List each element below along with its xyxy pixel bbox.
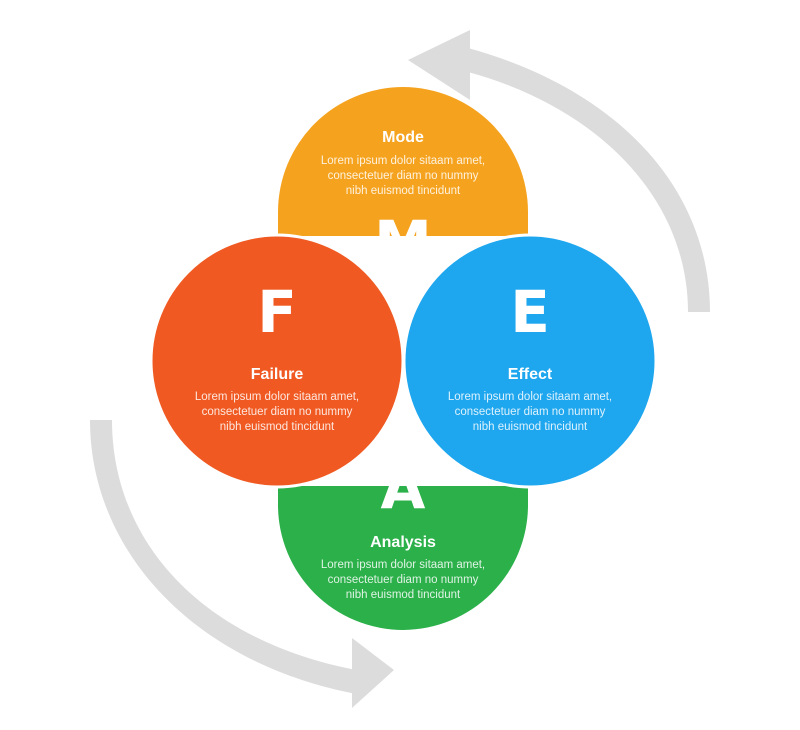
node-failure-line-2: consectetuer diam no nummy xyxy=(202,406,353,418)
node-effect xyxy=(402,233,658,489)
arrow-top-right-head xyxy=(408,30,470,100)
node-analysis-shape xyxy=(278,486,528,630)
node-mode-title: Mode xyxy=(382,129,424,146)
node-analysis xyxy=(278,486,528,630)
node-analysis-line-3: nibh euismod tincidunt xyxy=(346,589,461,601)
node-analysis-letter: A xyxy=(381,454,426,522)
node-failure-shape xyxy=(149,233,405,489)
node-effect-title: Effect xyxy=(508,366,553,383)
node-mode-line-3: nibh euismod tincidunt xyxy=(346,185,461,197)
node-failure-title: Failure xyxy=(251,366,304,383)
node-effect-shape xyxy=(402,233,658,489)
node-failure-line-1: Lorem ipsum dolor sitaam amet, xyxy=(195,391,359,403)
node-mode-letter: M xyxy=(374,208,432,276)
node-mode xyxy=(278,87,528,236)
node-effect-line-2: consectetuer diam no nummy xyxy=(455,406,606,418)
node-effect-line-1: Lorem ipsum dolor sitaam amet, xyxy=(448,391,612,403)
curved-arrow-bottom-left-icon xyxy=(90,420,394,708)
node-effect-line-3: nibh euismod tincidunt xyxy=(473,421,588,433)
node-failure-letter: F xyxy=(257,278,297,346)
arrow-bottom-left-body xyxy=(90,420,356,694)
node-mode-line-1: Lorem ipsum dolor sitaam amet, xyxy=(321,155,485,167)
node-failure-line-3: nibh euismod tincidunt xyxy=(220,421,335,433)
node-analysis-line-2: consectetuer diam no nummy xyxy=(328,574,479,586)
arrow-bottom-left-head xyxy=(352,638,394,708)
node-effect-letter: E xyxy=(510,278,550,346)
curved-arrow-top-right-icon xyxy=(408,30,710,312)
node-mode-shape xyxy=(278,87,528,236)
node-analysis-line-1: Lorem ipsum dolor sitaam amet, xyxy=(321,559,485,571)
node-mode-line-2: consectetuer diam no nummy xyxy=(328,170,479,182)
arrow-top-right-body xyxy=(468,48,710,312)
node-failure xyxy=(149,233,405,489)
node-analysis-title: Analysis xyxy=(370,534,436,551)
